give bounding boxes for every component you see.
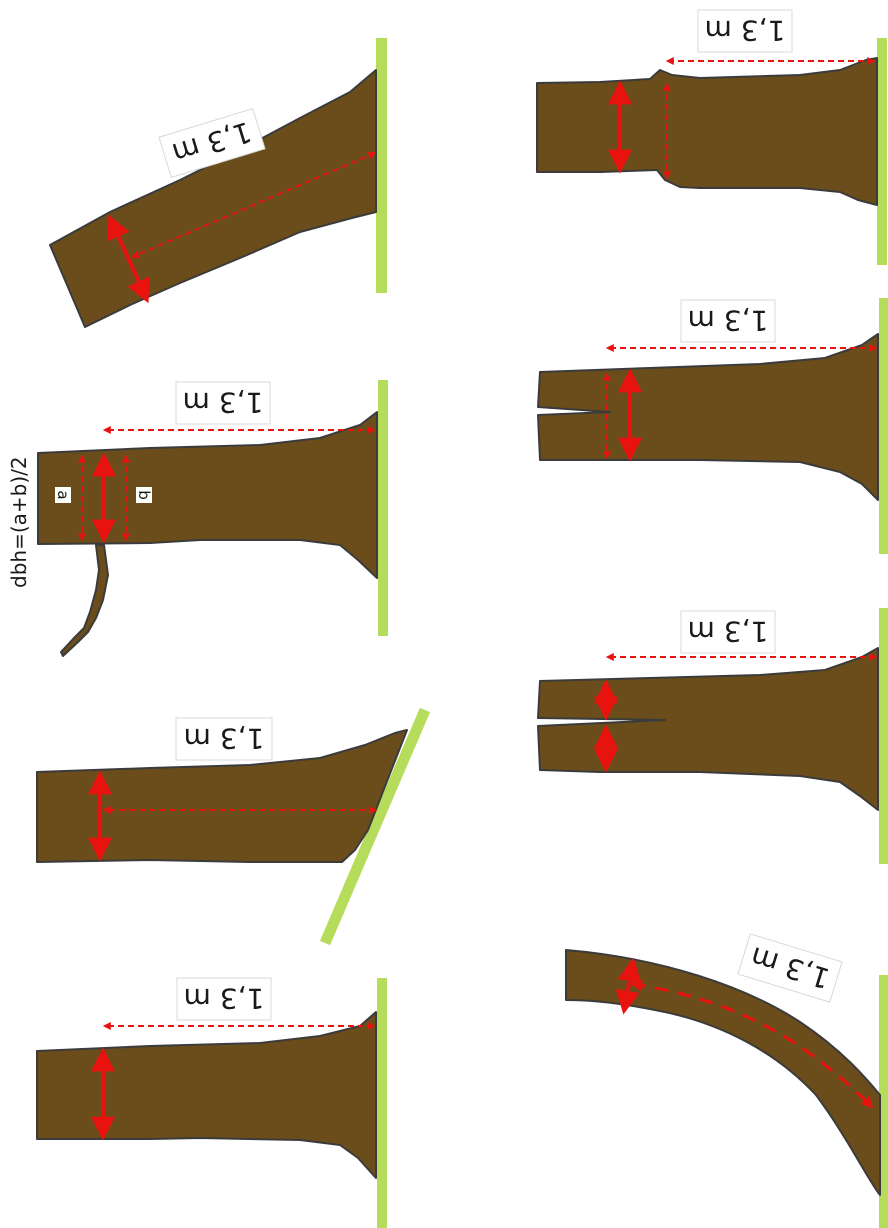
panel-fork-above: 1,3 m — [538, 298, 888, 554]
height-label-text: 1,3 m — [688, 615, 769, 648]
panel-swelling-tree: 1,3 m — [537, 10, 887, 265]
ground-line — [378, 380, 388, 636]
ground-line — [376, 38, 387, 293]
height-label-text: 1,3 m — [688, 304, 769, 337]
height-label: 1,3 m — [176, 718, 272, 760]
ground-line — [879, 298, 888, 554]
height-label: 1,3 m — [177, 978, 271, 1020]
trunk — [538, 334, 878, 500]
height-label: 1,3 m — [698, 10, 792, 52]
trunk — [537, 58, 877, 205]
panel-leaning-tree: 1,3 m — [50, 38, 387, 327]
trunk — [37, 1012, 376, 1178]
height-label-text: 1,3 m — [184, 722, 265, 755]
height-label-text: 1,3 m — [705, 14, 786, 47]
panel-normal-tree: 1,3 m — [37, 978, 387, 1228]
label-b: b — [135, 487, 153, 503]
ground-line — [877, 38, 887, 265]
root — [61, 545, 108, 656]
trunk — [538, 648, 878, 810]
trunk — [50, 70, 376, 327]
label-a: a — [54, 487, 72, 503]
panel-fork-below: 1,3 m — [538, 608, 888, 864]
trunk — [38, 412, 377, 578]
ground-line — [879, 608, 888, 864]
height-label-text: 1,3 m — [184, 982, 265, 1015]
label-b-text: b — [135, 490, 153, 500]
height-label-text: 1,3 m — [183, 386, 264, 419]
panel-curved-tree: 1,3 m — [566, 934, 888, 1228]
height-label: 1,3 m — [738, 934, 842, 1002]
label-a-text: a — [54, 490, 72, 499]
panel-slope-tree: 1,3 m — [37, 710, 425, 943]
height-label: 1,3 m — [176, 382, 270, 424]
formula: dbh=(a+b)/2 — [7, 456, 31, 588]
ground-line — [377, 978, 387, 1228]
panel-root-two-measurements: 1,3 m a b dbh=(a+b)/2 — [7, 380, 388, 656]
height-label: 1,3 m — [681, 300, 775, 342]
height-label: 1,3 m — [681, 611, 775, 653]
